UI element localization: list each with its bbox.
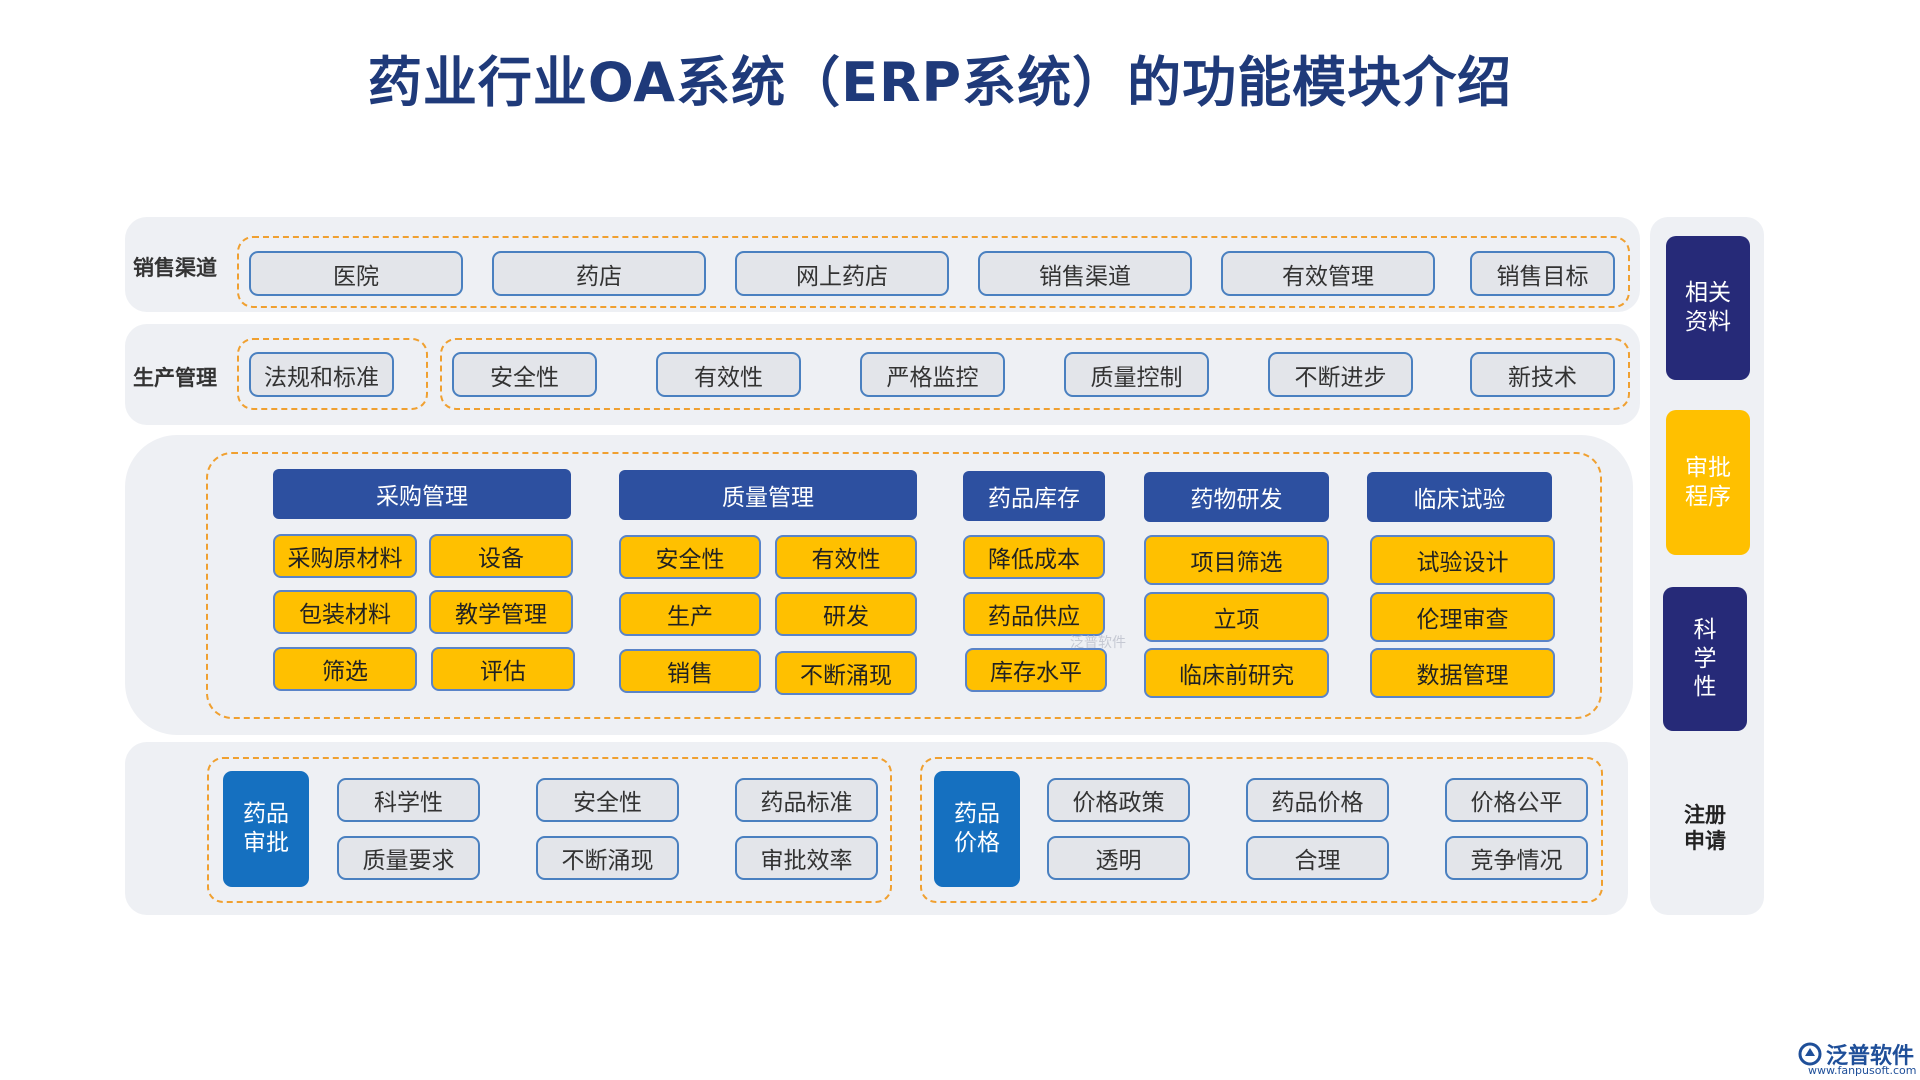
brand-logo-url: www.fanpusoft.com bbox=[1808, 1064, 1917, 1077]
regulation-item[interactable]: 法规和标准 bbox=[249, 352, 394, 397]
module-item[interactable]: 研发 bbox=[775, 592, 917, 636]
sales-dashed-group bbox=[237, 236, 1630, 308]
modules-dashed-group bbox=[206, 452, 1602, 719]
production-dashed-group bbox=[440, 338, 1630, 410]
approval-item[interactable]: 质量要求 bbox=[337, 836, 480, 880]
module-item[interactable]: 包装材料 bbox=[273, 590, 417, 634]
pricing-dashed-group bbox=[920, 757, 1603, 903]
sidebar-item-label: 相关资料 bbox=[1685, 280, 1731, 335]
module-item[interactable]: 评估 bbox=[431, 647, 575, 691]
pricing-item[interactable]: 合理 bbox=[1246, 836, 1389, 880]
pricing-item[interactable]: 价格公平 bbox=[1445, 778, 1588, 822]
sales-item[interactable]: 销售渠道 bbox=[978, 251, 1192, 296]
production-item[interactable]: 有效性 bbox=[656, 352, 801, 397]
sales-row-label: 销售渠道 bbox=[133, 256, 217, 280]
module-item[interactable]: 伦理审查 bbox=[1370, 592, 1555, 642]
production-item[interactable]: 质量控制 bbox=[1064, 352, 1209, 397]
approval-tag: 药品审批 bbox=[223, 771, 309, 887]
sales-item[interactable]: 网上药店 bbox=[735, 251, 949, 296]
sales-item[interactable]: 销售目标 bbox=[1470, 251, 1615, 296]
module-item[interactable]: 不断涌现 bbox=[775, 651, 917, 695]
module-item[interactable]: 药品供应 bbox=[963, 592, 1105, 636]
pricing-item[interactable]: 透明 bbox=[1047, 836, 1190, 880]
production-row-label: 生产管理 bbox=[133, 366, 217, 390]
module-item[interactable]: 设备 bbox=[429, 534, 573, 578]
module-header-rnd[interactable]: 药物研发 bbox=[1144, 472, 1329, 522]
production-item[interactable]: 安全性 bbox=[452, 352, 597, 397]
module-item[interactable]: 库存水平 bbox=[965, 648, 1107, 692]
module-item[interactable]: 安全性 bbox=[619, 535, 761, 579]
sidebar-item-scientific[interactable]: 科学性 bbox=[1663, 587, 1747, 731]
pricing-item[interactable]: 药品价格 bbox=[1246, 778, 1389, 822]
module-item[interactable]: 有效性 bbox=[775, 535, 917, 579]
approval-item[interactable]: 科学性 bbox=[337, 778, 480, 822]
module-header-quality[interactable]: 质量管理 bbox=[619, 470, 917, 520]
module-item[interactable]: 试验设计 bbox=[1370, 535, 1555, 585]
page-title: 药业行业OA系统（ERP系统）的功能模块介绍 bbox=[367, 51, 1513, 114]
pricing-item[interactable]: 价格政策 bbox=[1047, 778, 1190, 822]
approval-item[interactable]: 审批效率 bbox=[735, 836, 878, 880]
brand-logo-name: 泛普软件 bbox=[1826, 1044, 1915, 1069]
approval-item[interactable]: 药品标准 bbox=[735, 778, 878, 822]
approval-item[interactable]: 不断涌现 bbox=[536, 836, 679, 880]
module-item[interactable]: 筛选 bbox=[273, 647, 417, 691]
sales-item[interactable]: 有效管理 bbox=[1221, 251, 1435, 296]
module-item[interactable]: 临床前研究 bbox=[1144, 648, 1329, 698]
sidebar-item-registration[interactable]: 注册申请 bbox=[1663, 788, 1747, 868]
sidebar-item-label: 审批程序 bbox=[1685, 454, 1731, 510]
module-item[interactable]: 生产 bbox=[619, 592, 761, 636]
module-item[interactable]: 采购原材料 bbox=[273, 534, 417, 578]
module-header-inventory[interactable]: 药品库存 bbox=[963, 471, 1105, 521]
sidebar-item-label: 注册申请 bbox=[1684, 802, 1726, 853]
brand-logo-icon bbox=[1798, 1042, 1822, 1066]
approval-dashed-group bbox=[207, 757, 892, 903]
sidebar-item-approval-procedure[interactable]: 审批程序 bbox=[1666, 410, 1750, 555]
module-header-purchasing[interactable]: 采购管理 bbox=[273, 469, 571, 519]
brand-logo: 泛普软件 bbox=[1798, 1038, 1914, 1070]
watermark: 泛普软件 bbox=[1070, 635, 1126, 651]
module-item[interactable]: 销售 bbox=[619, 649, 761, 693]
pricing-item[interactable]: 竞争情况 bbox=[1445, 836, 1588, 880]
sidebar-item-related-docs[interactable]: 相关资料 bbox=[1666, 236, 1750, 380]
pricing-tag-label: 药品价格 bbox=[954, 801, 1000, 856]
module-item[interactable]: 立项 bbox=[1144, 592, 1329, 642]
approval-item[interactable]: 安全性 bbox=[536, 778, 679, 822]
sales-item[interactable]: 药店 bbox=[492, 251, 706, 296]
production-item[interactable]: 不断进步 bbox=[1268, 352, 1413, 397]
pricing-tag: 药品价格 bbox=[934, 771, 1020, 887]
sales-item[interactable]: 医院 bbox=[249, 251, 463, 296]
module-item[interactable]: 数据管理 bbox=[1370, 648, 1555, 698]
sidebar-item-label: 科学性 bbox=[1693, 616, 1717, 701]
module-item[interactable]: 教学管理 bbox=[429, 590, 573, 634]
production-item[interactable]: 新技术 bbox=[1470, 352, 1615, 397]
production-item[interactable]: 严格监控 bbox=[860, 352, 1005, 397]
approval-tag-label: 药品审批 bbox=[243, 801, 289, 856]
module-item[interactable]: 项目筛选 bbox=[1144, 535, 1329, 585]
regulation-dashed-group bbox=[237, 338, 428, 410]
module-item[interactable]: 降低成本 bbox=[963, 535, 1105, 579]
module-header-clinical[interactable]: 临床试验 bbox=[1367, 472, 1552, 522]
